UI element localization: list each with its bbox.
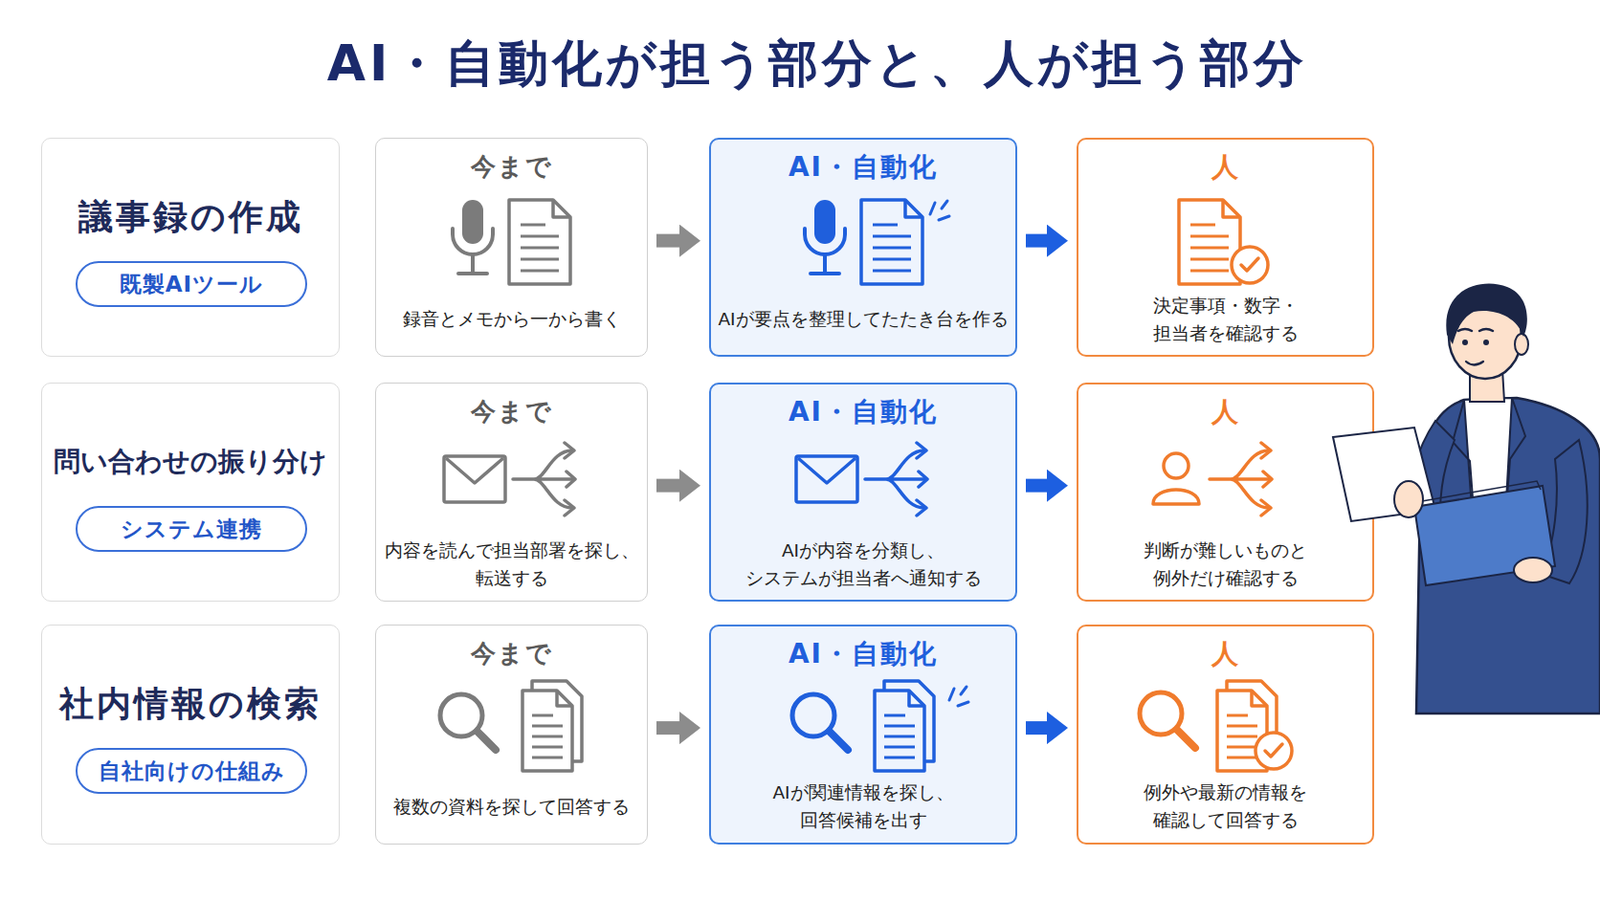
- box-body: 例外や最新の情報を 確認して回答する: [1082, 776, 1369, 838]
- box-heading: 問い合わせの振り分け: [45, 437, 335, 488]
- box-heading: 人: [1082, 636, 1369, 673]
- shirt: [1464, 398, 1512, 536]
- category-box: 議事録の作成既製AIツール: [41, 137, 340, 357]
- before-box: 今まで内容を読んで担当部署を探し、 転送する: [375, 382, 648, 602]
- box-heading: 人: [1082, 394, 1369, 431]
- tool-pill: 既製AIツール: [75, 261, 308, 308]
- human-box: 人決定事項・数字・担当者を確認する: [1076, 137, 1375, 357]
- category-box: 社内情報の検索自社向けの仕組み: [41, 624, 340, 845]
- diagram-title: AI・自動化が担う部分と、人が担う部分: [243, 28, 1392, 98]
- flow-arrow: [1025, 234, 1047, 248]
- left-sleeve: [1411, 421, 1455, 512]
- suit-lapels: [1452, 398, 1526, 536]
- smile: [1466, 361, 1484, 366]
- box-body: AIが要点を整理してたたき台を作る: [714, 288, 1012, 350]
- box-heading: 今まで: [379, 393, 644, 430]
- right-hand: [1513, 557, 1553, 583]
- folder: [1414, 486, 1556, 586]
- box-heading: 議事録の作成: [45, 192, 335, 243]
- box-body: 複数の資料を探して回答する: [379, 775, 644, 839]
- eyebrows: [1458, 329, 1493, 332]
- box-heading: 社内情報の検索: [45, 679, 335, 730]
- box-heading: 今まで: [379, 148, 644, 185]
- neck: [1469, 369, 1505, 402]
- folder-papers: [1422, 481, 1541, 502]
- eye: [1462, 339, 1468, 346]
- right-sleeve: [1540, 440, 1588, 584]
- human-box: 人判断が難しいものと 例外だけ確認する: [1076, 382, 1375, 602]
- box-body: AIが内容を分類し、 システムが担当者へ通知する: [714, 533, 1012, 595]
- box-body: 判断が難しいものと 例外だけ確認する: [1082, 533, 1369, 595]
- box-body: 決定事項・数字・担当者を確認する: [1082, 288, 1369, 350]
- box-heading: 人: [1082, 149, 1369, 186]
- tool-label: 既製AIツール: [119, 269, 264, 299]
- box-body: AIが関連情報を探し、 回答候補を出す: [714, 776, 1012, 838]
- flow-arrow: [1025, 721, 1047, 735]
- head: [1448, 294, 1522, 379]
- flow-arrow: [1025, 479, 1047, 493]
- before-box: 今まで複数の資料を探して回答する: [375, 624, 648, 845]
- suit-body: [1416, 398, 1600, 714]
- ai-box: AI・自動化 AIが要点を整理してたたき台を作る: [709, 137, 1018, 357]
- eye: [1483, 339, 1489, 346]
- ear: [1514, 333, 1529, 356]
- box-body: 内容を読んで担当部署を探し、 転送する: [379, 533, 644, 596]
- tool-pill: 自社向けの仕組み: [75, 748, 308, 795]
- category-box: 問い合わせの振り分けシステム連携: [41, 382, 340, 602]
- left-hand: [1394, 481, 1423, 518]
- flow-arrow: [656, 721, 680, 735]
- box-heading: 今まで: [379, 635, 644, 672]
- hair: [1445, 284, 1528, 345]
- box-body: 録音とメモから一から書く: [379, 288, 644, 351]
- tool-pill: システム連携: [75, 506, 308, 553]
- before-box: 今まで録音とメモから一から書く: [375, 137, 648, 357]
- ai-box: AI・自動化 AIが関連情報を探し、 回答候補を出す: [709, 624, 1018, 845]
- tool-label: 自社向けの仕組み: [98, 756, 286, 786]
- human-box: 人例外や最新の情報を 確認して回答する: [1076, 624, 1375, 845]
- box-heading: AI・自動化: [714, 394, 1012, 431]
- flow-arrow: [656, 234, 680, 248]
- flow-arrow: [656, 479, 680, 493]
- ai-box: AI・自動化 AIが内容を分類し、 システムが担当者へ通知する: [709, 382, 1018, 602]
- tool-label: システム連携: [120, 514, 263, 544]
- box-heading: AI・自動化: [714, 149, 1012, 186]
- box-heading: AI・自動化: [714, 636, 1012, 673]
